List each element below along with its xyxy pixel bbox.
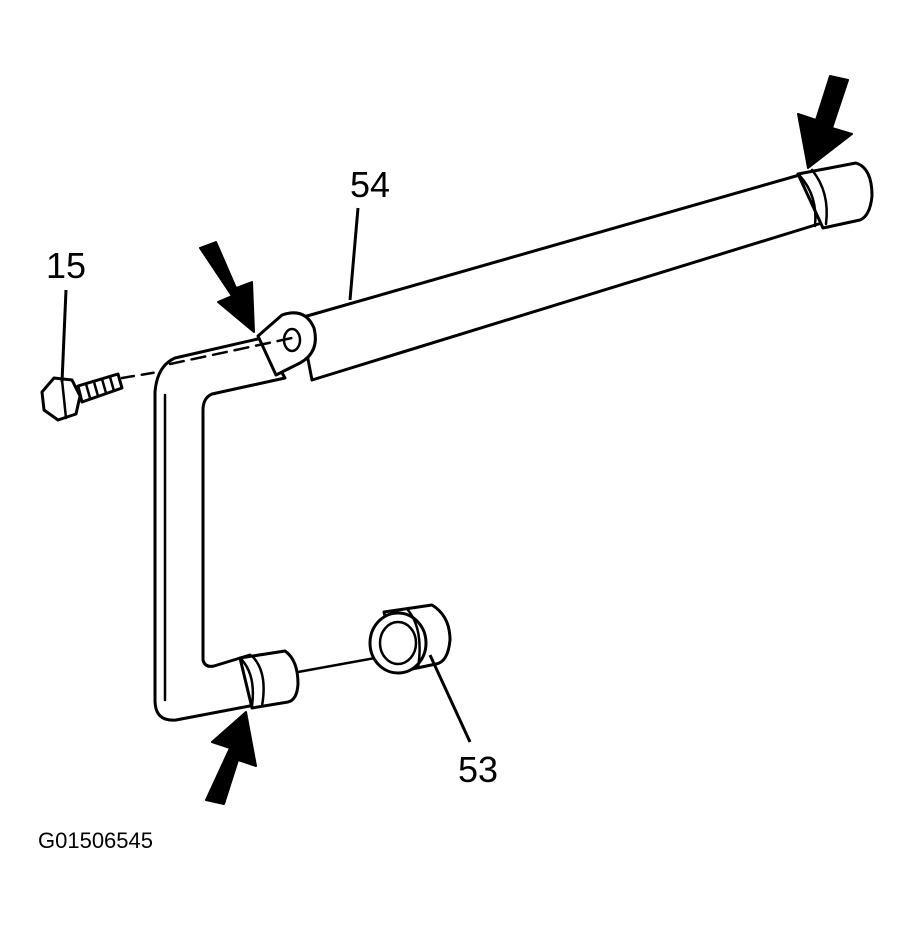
- bolt: [40, 372, 124, 422]
- pipe-mounting-bracket: [256, 311, 317, 377]
- pipe-upper-collar-line-2: [798, 174, 817, 228]
- callout-53: 53: [458, 749, 498, 790]
- pipe-vertical-section: [153, 336, 287, 722]
- pipe-lower-collar-line-2: [240, 658, 255, 708]
- leader-54: [348, 207, 360, 301]
- pipe-lower-end: [238, 649, 300, 710]
- arrow-upper-right: [797, 75, 853, 169]
- arrow-bracket: [199, 241, 255, 333]
- bolt-hex-head: [40, 376, 82, 422]
- coolant-pipe: [153, 161, 874, 722]
- leader-15: [60, 289, 68, 383]
- bolt-threaded-shank: [76, 372, 124, 404]
- pipe-upper-end: [796, 161, 874, 230]
- seal-inner-ring: [378, 620, 418, 666]
- arrow-lower: [205, 711, 257, 805]
- pipe-lower-collar-line: [250, 654, 265, 708]
- leader-53: [428, 654, 472, 743]
- pipe-upper-collar-line: [810, 168, 828, 226]
- seal-ring: [368, 603, 452, 675]
- callout-15: 15: [46, 245, 86, 286]
- callout-54: 54: [350, 164, 390, 205]
- bolt-alignment-line: [120, 336, 294, 380]
- figure-id: G01506545: [38, 828, 153, 853]
